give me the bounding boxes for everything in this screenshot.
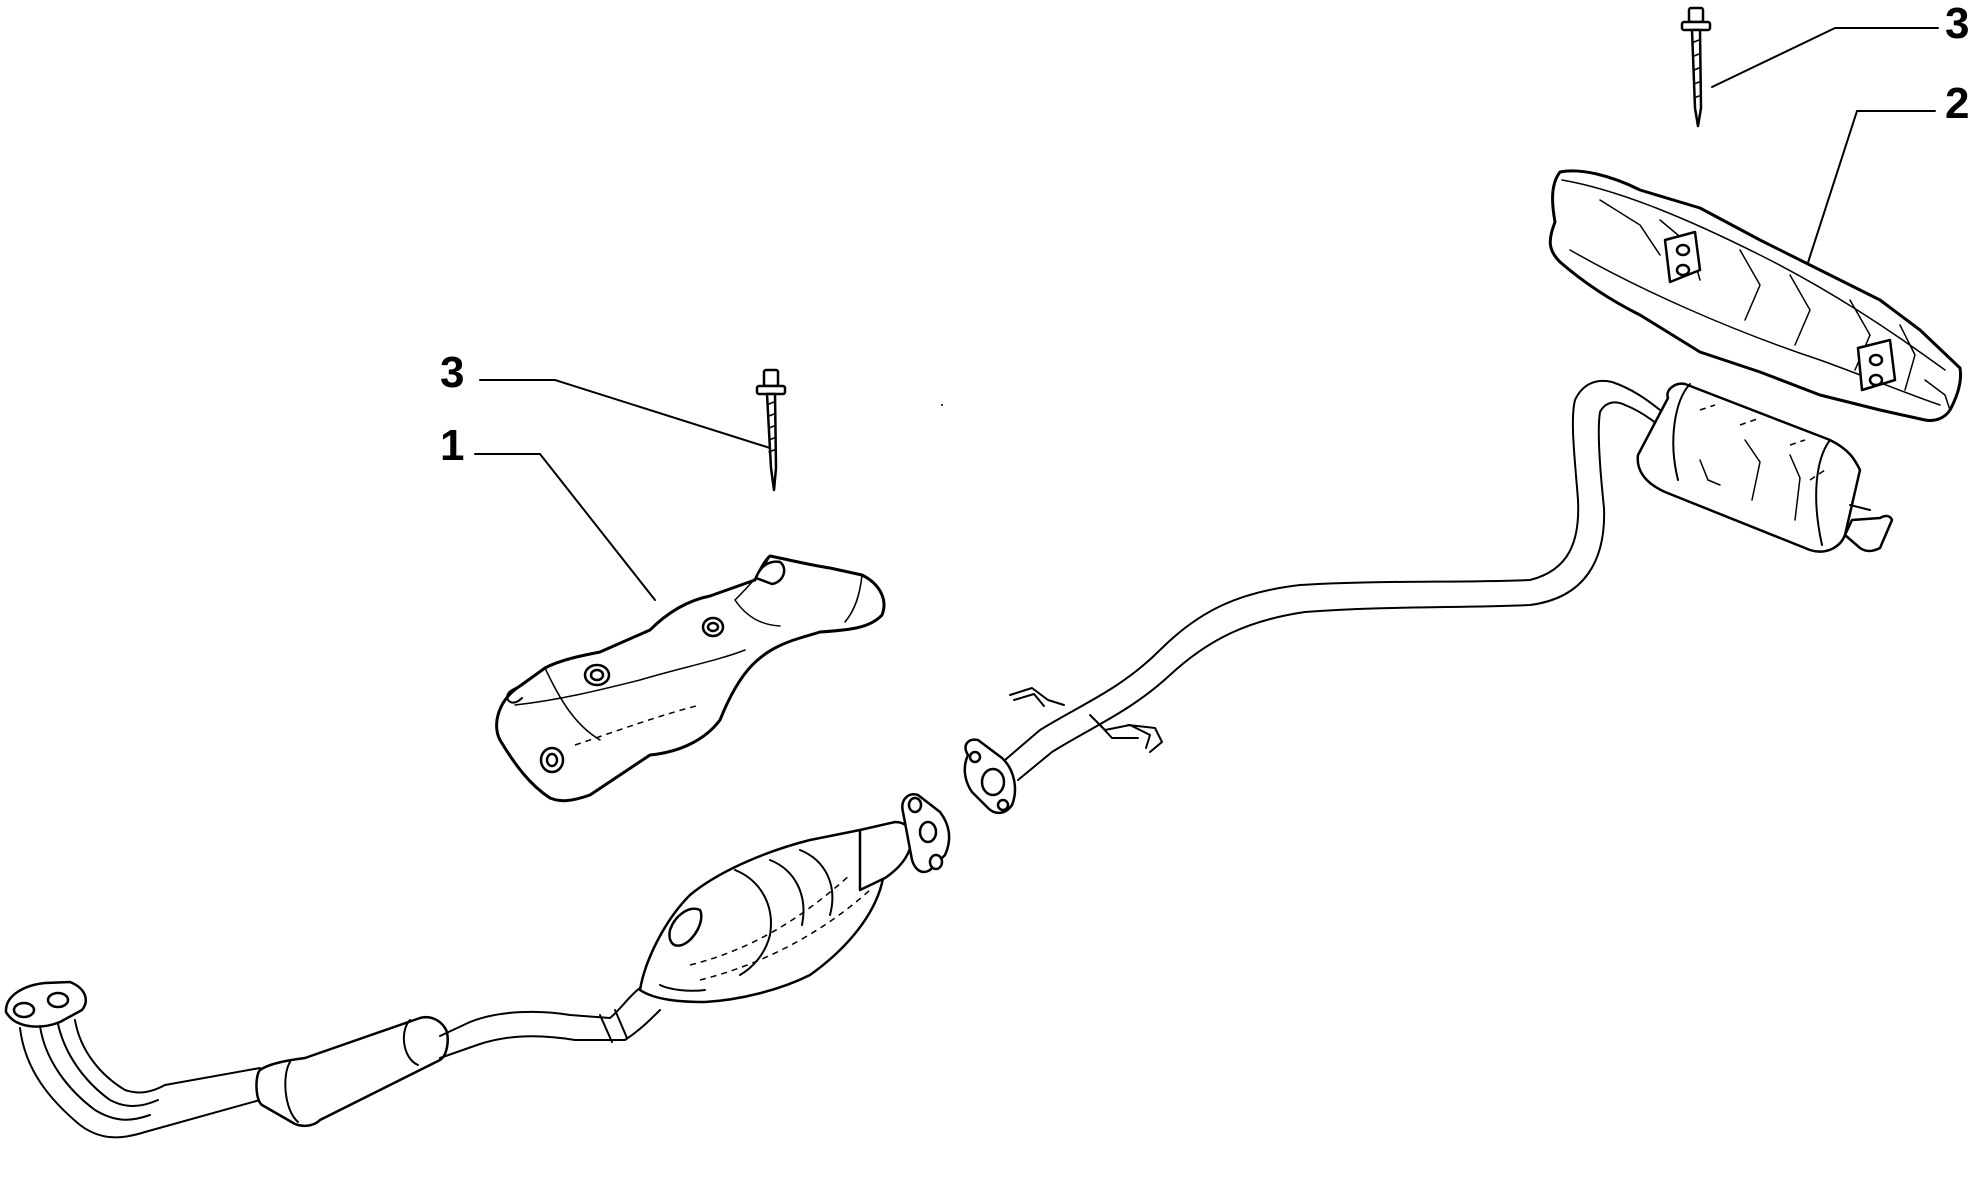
- callout-3-left: 3: [440, 348, 771, 449]
- callout-3-right-label: 3: [1945, 0, 1969, 48]
- callout-2: 2: [1802, 79, 1969, 279]
- speck: [941, 404, 943, 406]
- rear-pipe-assembly: [963, 380, 1894, 815]
- front-pipe-assembly: [4, 793, 951, 1139]
- bolt-right: [1680, 6, 1712, 128]
- callout-2-label: 2: [1945, 79, 1969, 128]
- bolt-left: [755, 368, 787, 492]
- callout-3-left-label: 3: [440, 348, 464, 397]
- heat-shield-front: [495, 554, 886, 803]
- callout-3-right: 3: [1711, 0, 1969, 88]
- heat-shield-rear: [1548, 169, 1962, 422]
- callout-1-label: 1: [440, 421, 464, 470]
- callout-1: 1: [440, 421, 656, 601]
